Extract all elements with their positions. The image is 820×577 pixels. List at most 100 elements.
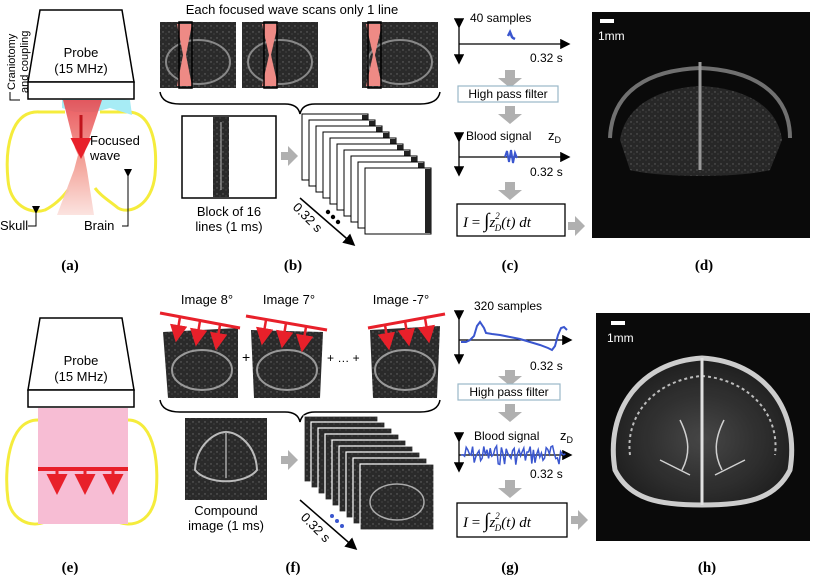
gray-arrow-c1: [498, 70, 522, 88]
formula-box-c: [456, 203, 566, 237]
skull-outline-e: [5, 418, 159, 526]
compound-label-1: Compound: [194, 503, 258, 518]
focused-label-1: Focused: [90, 133, 140, 148]
time-arrow-b: [299, 197, 356, 246]
panel-f: Image 8° Image 7° Image -7° + + … +: [159, 292, 446, 576]
brace-f: [159, 399, 441, 423]
brain-pointer: [122, 169, 132, 227]
panel-a: Probe (15 MHz) Craniotomy and coupling F…: [0, 9, 158, 274]
gray-arrow-f: [281, 450, 298, 470]
panel-e: Probe (15 MHz) (e): [5, 317, 159, 576]
image-label-3: Image -7°: [373, 292, 430, 307]
gray-arrow-c4: [568, 216, 585, 236]
image-label-2: Image 7°: [263, 292, 315, 307]
caption-c: (c): [502, 258, 519, 274]
craniotomy-label-2: and coupling: [19, 31, 31, 93]
image-label-1: Image 8°: [181, 292, 233, 307]
panel-g: 320 samples 0.32 s High pass filter Bloo…: [453, 299, 588, 576]
tilted-image-1: [159, 311, 241, 398]
formula-box-g: [456, 502, 568, 538]
gray-arrow-g3: [498, 480, 522, 498]
gray-arrow-g4: [571, 510, 588, 530]
panel-c: 40 samples 0.32 s High pass filter Blood…: [453, 11, 585, 274]
probe-label-2: (15 MHz): [54, 61, 107, 76]
filter-box-g: [457, 383, 561, 401]
panel-b: Each focused wave scans only 1 line Bloc…: [159, 2, 441, 274]
plus-2: + … +: [327, 351, 360, 365]
zd-c: zD: [548, 128, 562, 145]
panel-d: 1mm (d): [592, 12, 810, 274]
skull-outline: [5, 110, 158, 213]
time-arrow-f: [299, 499, 358, 550]
probe-tip-e: [27, 389, 135, 408]
caption-g: (g): [501, 560, 519, 576]
gray-arrow-b: [281, 146, 298, 166]
dot-3: [335, 219, 341, 225]
plane-wave-area: [38, 408, 128, 524]
focused-label-2: wave: [89, 148, 120, 163]
stacked-block: [364, 167, 432, 235]
craniotomy-pointer: [9, 92, 20, 101]
signal-g2: [460, 443, 566, 466]
filter-box-c: [457, 85, 559, 103]
caption-b: (b): [284, 258, 302, 274]
filter-g: High pass filter: [469, 385, 548, 399]
samples-g: 320 samples: [474, 299, 542, 313]
caption-h: (h): [698, 560, 716, 576]
gray-arrow-c3: [498, 182, 522, 200]
dot-1: [325, 209, 331, 215]
block-stack: [301, 113, 432, 235]
signal-c2: [504, 149, 518, 164]
caption-e: (e): [62, 560, 79, 576]
compound-image: [185, 418, 267, 500]
tilted-image-3: [367, 312, 446, 398]
brain-label: Brain: [84, 218, 114, 233]
scan-thumb-3: [362, 21, 438, 89]
compound-label-2: image (1 ms): [188, 518, 264, 533]
block-label-1: Block of 16: [197, 204, 261, 219]
brain-h-cortex: [628, 374, 777, 456]
probe-tip: [27, 81, 135, 100]
time-g1: 0.32 s: [530, 359, 563, 373]
panel-b-title: Each focused wave scans only 1 line: [186, 2, 398, 17]
plus-1: +: [242, 349, 250, 365]
skull-pointer: [28, 206, 40, 227]
filter-c: High pass filter: [468, 87, 547, 101]
zd-g: zD: [560, 428, 574, 445]
scalebar-h: [611, 321, 625, 325]
caption-d: (d): [695, 258, 713, 274]
dot-f-3: [340, 524, 344, 528]
blood-signal-g: Blood signal: [474, 429, 539, 443]
scan-thumb-1: [160, 21, 236, 89]
dot-2: [330, 214, 336, 220]
dot-f-1: [330, 514, 334, 518]
time-c1: 0.32 s: [530, 51, 563, 65]
samples-c: 40 samples: [470, 11, 531, 25]
probe-label-e-1: Probe: [64, 353, 99, 368]
caption-f: (f): [286, 560, 301, 576]
probe-label-1: Probe: [64, 45, 99, 60]
time-g2: 0.32 s: [530, 467, 563, 481]
stacked-image: [359, 463, 435, 531]
block-label-2: lines (1 ms): [195, 219, 262, 234]
scan-thumb-2: [242, 21, 318, 89]
vessels-h: [659, 419, 746, 476]
gray-arrow-g1: [498, 370, 522, 386]
panel-h: 1mm (h): [596, 313, 810, 576]
caption-a: (a): [61, 258, 79, 274]
craniotomy-label-1: Craniotomy: [6, 33, 18, 90]
scale-h: 1mm: [607, 331, 634, 345]
scale-d: 1mm: [598, 29, 625, 43]
image-stack: [303, 415, 435, 531]
blood-signal-c: Blood signal: [466, 129, 531, 143]
skull-label: Skull: [0, 218, 28, 233]
brace-b: [159, 91, 441, 115]
tilted-image-2: [245, 314, 328, 398]
time-c2: 0.32 s: [530, 165, 563, 179]
signal-g1: [461, 320, 568, 352]
signal-c1: [506, 28, 516, 41]
probe-label-e-2: (15 MHz): [54, 369, 107, 384]
